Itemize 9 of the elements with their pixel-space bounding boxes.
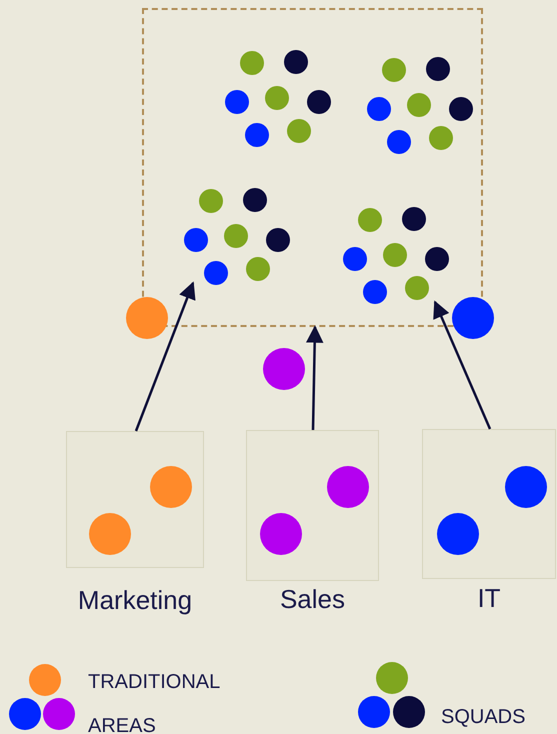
department-label: Sales: [278, 584, 346, 615]
legend-text: SQUADS: [441, 705, 526, 730]
department-label: IT: [476, 583, 502, 614]
arrow: [306, 325, 324, 430]
arrow: [134, 281, 196, 432]
dashed-frame: [142, 8, 483, 327]
department-label: Marketing: [76, 585, 194, 616]
arrow: [433, 300, 492, 430]
legend-text: TRADITIONAL AREAS: [88, 670, 221, 734]
